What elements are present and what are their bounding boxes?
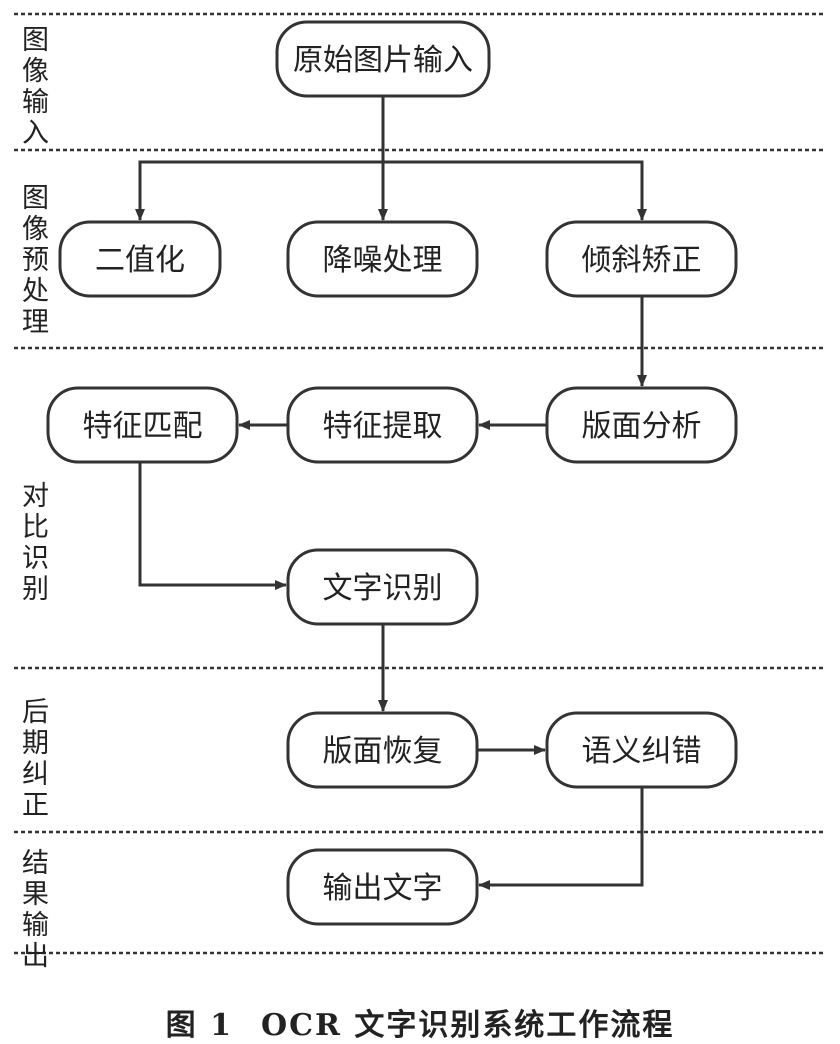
edge-raw-input-to-deskew bbox=[383, 160, 647, 221]
node-output-text: 输出文字 bbox=[286, 848, 479, 926]
node-text-recognize: 文字识别 bbox=[286, 548, 479, 626]
node-box bbox=[286, 386, 479, 464]
edge-semantic-correct-to-output-text bbox=[478, 787, 644, 890]
node-box bbox=[286, 711, 479, 789]
caption-title: OCR 文字识别系统工作流程 bbox=[260, 1008, 675, 1043]
edge-feature-match-to-text-recognize bbox=[138, 462, 287, 590]
node-box bbox=[545, 220, 738, 298]
node-box bbox=[286, 548, 479, 626]
node-box bbox=[545, 711, 738, 789]
node-layout-restore: 版面恢复 bbox=[286, 711, 479, 789]
node-label: 版面分析 bbox=[582, 409, 702, 444]
node-box bbox=[58, 220, 222, 298]
lane-label-preprocess: 图像预处理 bbox=[22, 183, 49, 338]
edge-raw-input-to-binarize bbox=[135, 96, 385, 221]
node-layout-analysis: 版面分析 bbox=[545, 386, 738, 464]
node-label: 降噪处理 bbox=[323, 243, 443, 278]
node-feature-extract: 特征提取 bbox=[286, 386, 479, 464]
node-semantic-correct: 语义纠错 bbox=[545, 711, 738, 789]
node-box bbox=[286, 848, 479, 926]
node-label: 文字识别 bbox=[323, 571, 443, 606]
node-label: 特征匹配 bbox=[83, 409, 203, 444]
node-binarize: 二值化 bbox=[58, 220, 222, 298]
node-box bbox=[46, 386, 239, 464]
lane-label-correct: 后期纠正 bbox=[22, 697, 49, 821]
node-raw-input: 原始图片输入 bbox=[275, 20, 491, 98]
node-label: 版面恢复 bbox=[323, 734, 443, 769]
node-box bbox=[545, 386, 738, 464]
figure-caption: 图 1 OCR 文字识别系统工作流程 bbox=[0, 1000, 840, 1044]
caption-number: 图 1 bbox=[165, 1008, 233, 1043]
node-label: 二值化 bbox=[95, 243, 185, 278]
lane-label-output: 结果输出 bbox=[22, 848, 49, 970]
node-denoise: 降噪处理 bbox=[286, 220, 479, 298]
node-box bbox=[275, 20, 491, 98]
node-label: 特征提取 bbox=[323, 409, 443, 444]
node-label: 倾斜矫正 bbox=[582, 243, 702, 278]
lane-label-recognize: 对比识别 bbox=[22, 481, 49, 605]
node-label: 原始图片输入 bbox=[293, 43, 473, 78]
node-deskew: 倾斜矫正 bbox=[545, 220, 738, 298]
node-box bbox=[286, 220, 479, 298]
lane-label-input: 图像输入 bbox=[22, 25, 49, 149]
node-feature-match: 特征匹配 bbox=[46, 386, 239, 464]
node-label: 语义纠错 bbox=[582, 734, 702, 769]
node-label: 输出文字 bbox=[323, 871, 443, 906]
